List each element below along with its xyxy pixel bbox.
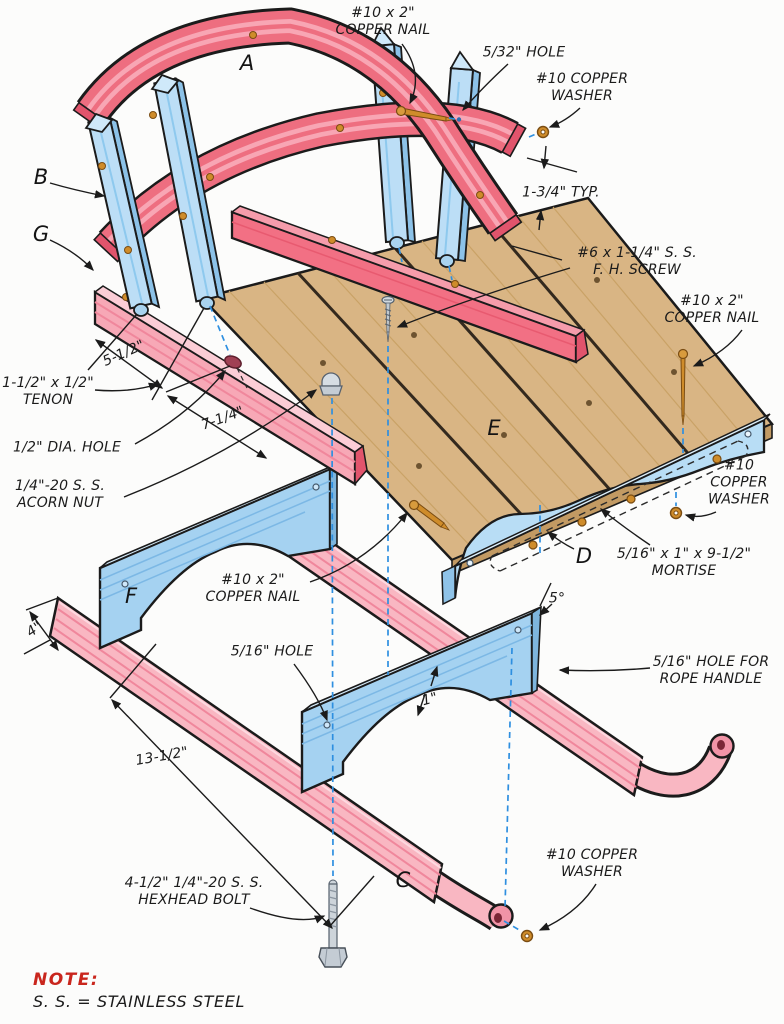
dimension-lines <box>23 145 578 930</box>
part-label-B: B <box>33 165 49 189</box>
annotation-hole-532: 5/32" HOLE <box>482 44 566 61</box>
cleat-d <box>441 413 771 606</box>
part-label-C: C <box>395 868 411 892</box>
annotation-hole-516: 5/16" HOLE <box>230 643 314 660</box>
drawing-note: NOTE: S. S. = STAINLESS STEEL <box>33 970 245 1011</box>
half-inch-hole <box>224 355 242 369</box>
annotation-nail-top: #10 x 2"COPPER NAIL <box>335 4 431 38</box>
brace-front <box>300 605 542 794</box>
annotation-dim-1: 1" <box>420 689 440 710</box>
annotation-dim-13-12: 13-1/2" <box>134 743 190 769</box>
copper-nail-mid <box>408 499 451 531</box>
annotation-tenon: 1-1/2" x 1/2"TENON <box>2 374 94 408</box>
rail-right <box>230 205 589 364</box>
annotation-dim-5-12: 5-1/2" <box>100 337 148 370</box>
post-1 <box>84 112 161 317</box>
annotation-dim-7-14: 7-1/4" <box>199 403 247 434</box>
acorn-nut <box>319 372 343 396</box>
copper-washer-right <box>669 506 683 520</box>
annotation-dim-4: 4" <box>23 618 46 641</box>
callout-leaders <box>49 43 743 931</box>
part-label-E: E <box>487 416 501 440</box>
note-label: NOTE: <box>33 970 100 990</box>
part-label-D: D <box>575 544 593 568</box>
part-label-F: F <box>124 584 138 608</box>
nail-hole <box>312 483 320 491</box>
copper-nail-top <box>395 105 455 122</box>
annotation-acorn: 1/4"-20 S. S.ACORN NUT <box>14 477 106 511</box>
note-text: S. S. = STAINLESS STEEL <box>33 992 245 1011</box>
annotation-bolt: 4-1/2" 1/4"-20 S. S.HEXHEAD BOLT <box>124 874 264 908</box>
fh-screw <box>381 295 395 343</box>
copper-nail-right <box>677 348 689 426</box>
copper-washer-bottom <box>520 929 534 943</box>
annotation-nail-mid: #10 x 2"COPPER NAIL <box>205 571 301 605</box>
deck-screw-holes <box>320 277 677 469</box>
part-label-A: A <box>239 51 255 75</box>
pilot-hole <box>456 117 462 122</box>
annotation-typ-134: 1-3/4" TYP. <box>522 184 600 201</box>
annotation-deg-5: 5° <box>548 590 566 607</box>
alignment-lines <box>209 117 684 932</box>
post-2 <box>149 73 227 310</box>
part-label-G: G <box>32 222 50 246</box>
copper-washer-top <box>536 125 550 139</box>
rope-hole <box>514 626 522 634</box>
annotation-mortise: 5/16" x 1" x 9-1/2"MORTISE <box>616 545 752 579</box>
mortise-nails <box>528 454 722 550</box>
annotation-screw: #6 x 1-1/4" S. S.F. H. SCREW <box>577 244 697 278</box>
annotation-hole-12: 1/2" DIA. HOLE <box>12 439 122 456</box>
back-rail-outer-a <box>72 7 523 242</box>
back-rail-inner <box>93 101 527 263</box>
backrest-assembly <box>72 7 527 317</box>
annotation-nail-right: #10 x 2"COPPER NAIL <box>664 292 760 326</box>
nail-hole <box>121 580 129 588</box>
